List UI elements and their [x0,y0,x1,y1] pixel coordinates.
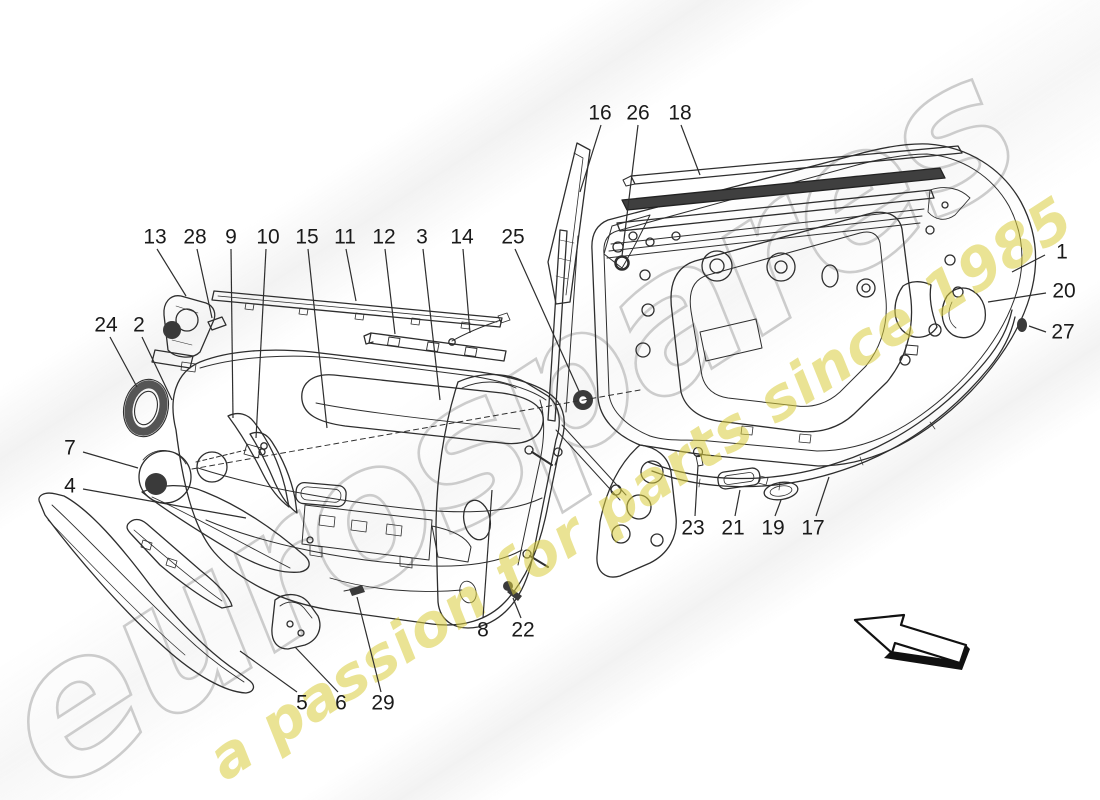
leader-line-7 [82,451,139,469]
leader-line-18 [680,124,701,176]
part-clip-28 [207,316,227,331]
part-courtesy-lamp [717,467,769,490]
part-trim-ring [122,378,170,438]
callout-number-1: 1 [1056,241,1068,264]
leader-line-27 [1028,325,1047,333]
leader-line-15 [307,248,328,429]
part-speaker [138,450,192,504]
part-door-pull [195,412,298,514]
part-handle-cover [941,287,987,339]
callout-number-5: 5 [296,692,308,715]
part-watershield [670,211,913,444]
callout-number-11: 11 [334,226,356,249]
leader-line-6 [294,646,339,693]
leader-line-16 [579,124,602,193]
part-hinge-flange [596,444,677,578]
leader-line-28 [196,248,213,319]
callout-number-8: 8 [477,619,489,642]
part-flag-window-frame [547,142,591,305]
leader-line-24 [109,336,138,388]
part-lamp-lens [763,481,799,501]
part-weatherstrips [606,145,963,259]
leader-line-8 [482,489,493,619]
part-trim-rail [363,332,507,362]
part-handle-bracket [894,281,938,338]
leader-line-17 [815,476,830,517]
callout-number-21: 21 [721,517,744,540]
part-upper-trim-strip [211,290,503,330]
callout-number-10: 10 [256,226,279,249]
part-clip-27 [1017,318,1027,332]
callout-number-26: 26 [626,102,649,125]
callout-number-17: 17 [801,517,824,540]
callout-number-29: 29 [371,692,394,715]
leader-line-20 [987,292,1047,303]
part-sill-slat [126,518,233,609]
part-bracket-6 [271,593,321,650]
callout-number-25: 25 [501,226,524,249]
leader-line-26 [621,124,639,257]
callout-number-23: 23 [681,517,704,540]
part-cable [448,312,511,346]
leader-line-14 [462,248,471,334]
leader-line-10 [255,248,267,439]
callout-number-16: 16 [588,102,611,125]
leader-line-5 [239,650,298,693]
callout-number-3: 3 [416,226,428,249]
leader-line-3 [422,248,441,401]
callout-number-13: 13 [143,226,166,249]
alignment-dashed-line [191,389,641,470]
callout-number-2: 2 [133,314,145,337]
callout-number-12: 12 [372,226,395,249]
callout-number-19: 19 [761,517,784,540]
leader-line-13 [156,248,187,297]
leader-line-21 [734,489,741,517]
diagram-art [38,142,1037,694]
leader-line-4 [82,488,247,519]
part-door-shell [591,143,1037,467]
callout-number-27: 27 [1051,321,1074,344]
leader-line-1 [1011,254,1046,273]
part-door-trim-panel [172,349,565,626]
callout-number-7: 7 [64,437,76,460]
part-screw-23 [692,446,704,467]
leader-line-2 [141,336,173,401]
leader-line-23 [694,464,699,517]
callout-number-4: 4 [64,475,76,498]
leader-line-12 [384,248,396,335]
leader-line-11 [345,248,357,302]
callout-number-28: 28 [183,226,206,249]
callout-number-18: 18 [668,102,691,125]
callout-number-24: 24 [94,314,118,337]
callout-number-14: 14 [450,226,474,249]
leader-line-19 [774,499,782,517]
callout-number-6: 6 [335,692,347,715]
part-screw-22 [503,581,522,601]
direction-arrow [853,613,970,670]
callout-number-9: 9 [225,226,237,249]
leader-line-9 [230,248,234,419]
leader-line-29 [356,596,382,693]
part-clip-29 [343,585,365,596]
callout-number-22: 22 [511,619,534,642]
callout-number-15: 15 [295,226,318,249]
leader-line-22 [512,597,522,619]
callout-number-20: 20 [1052,280,1075,303]
leader-line-25 [514,248,580,392]
part-lower-panel [38,492,255,694]
